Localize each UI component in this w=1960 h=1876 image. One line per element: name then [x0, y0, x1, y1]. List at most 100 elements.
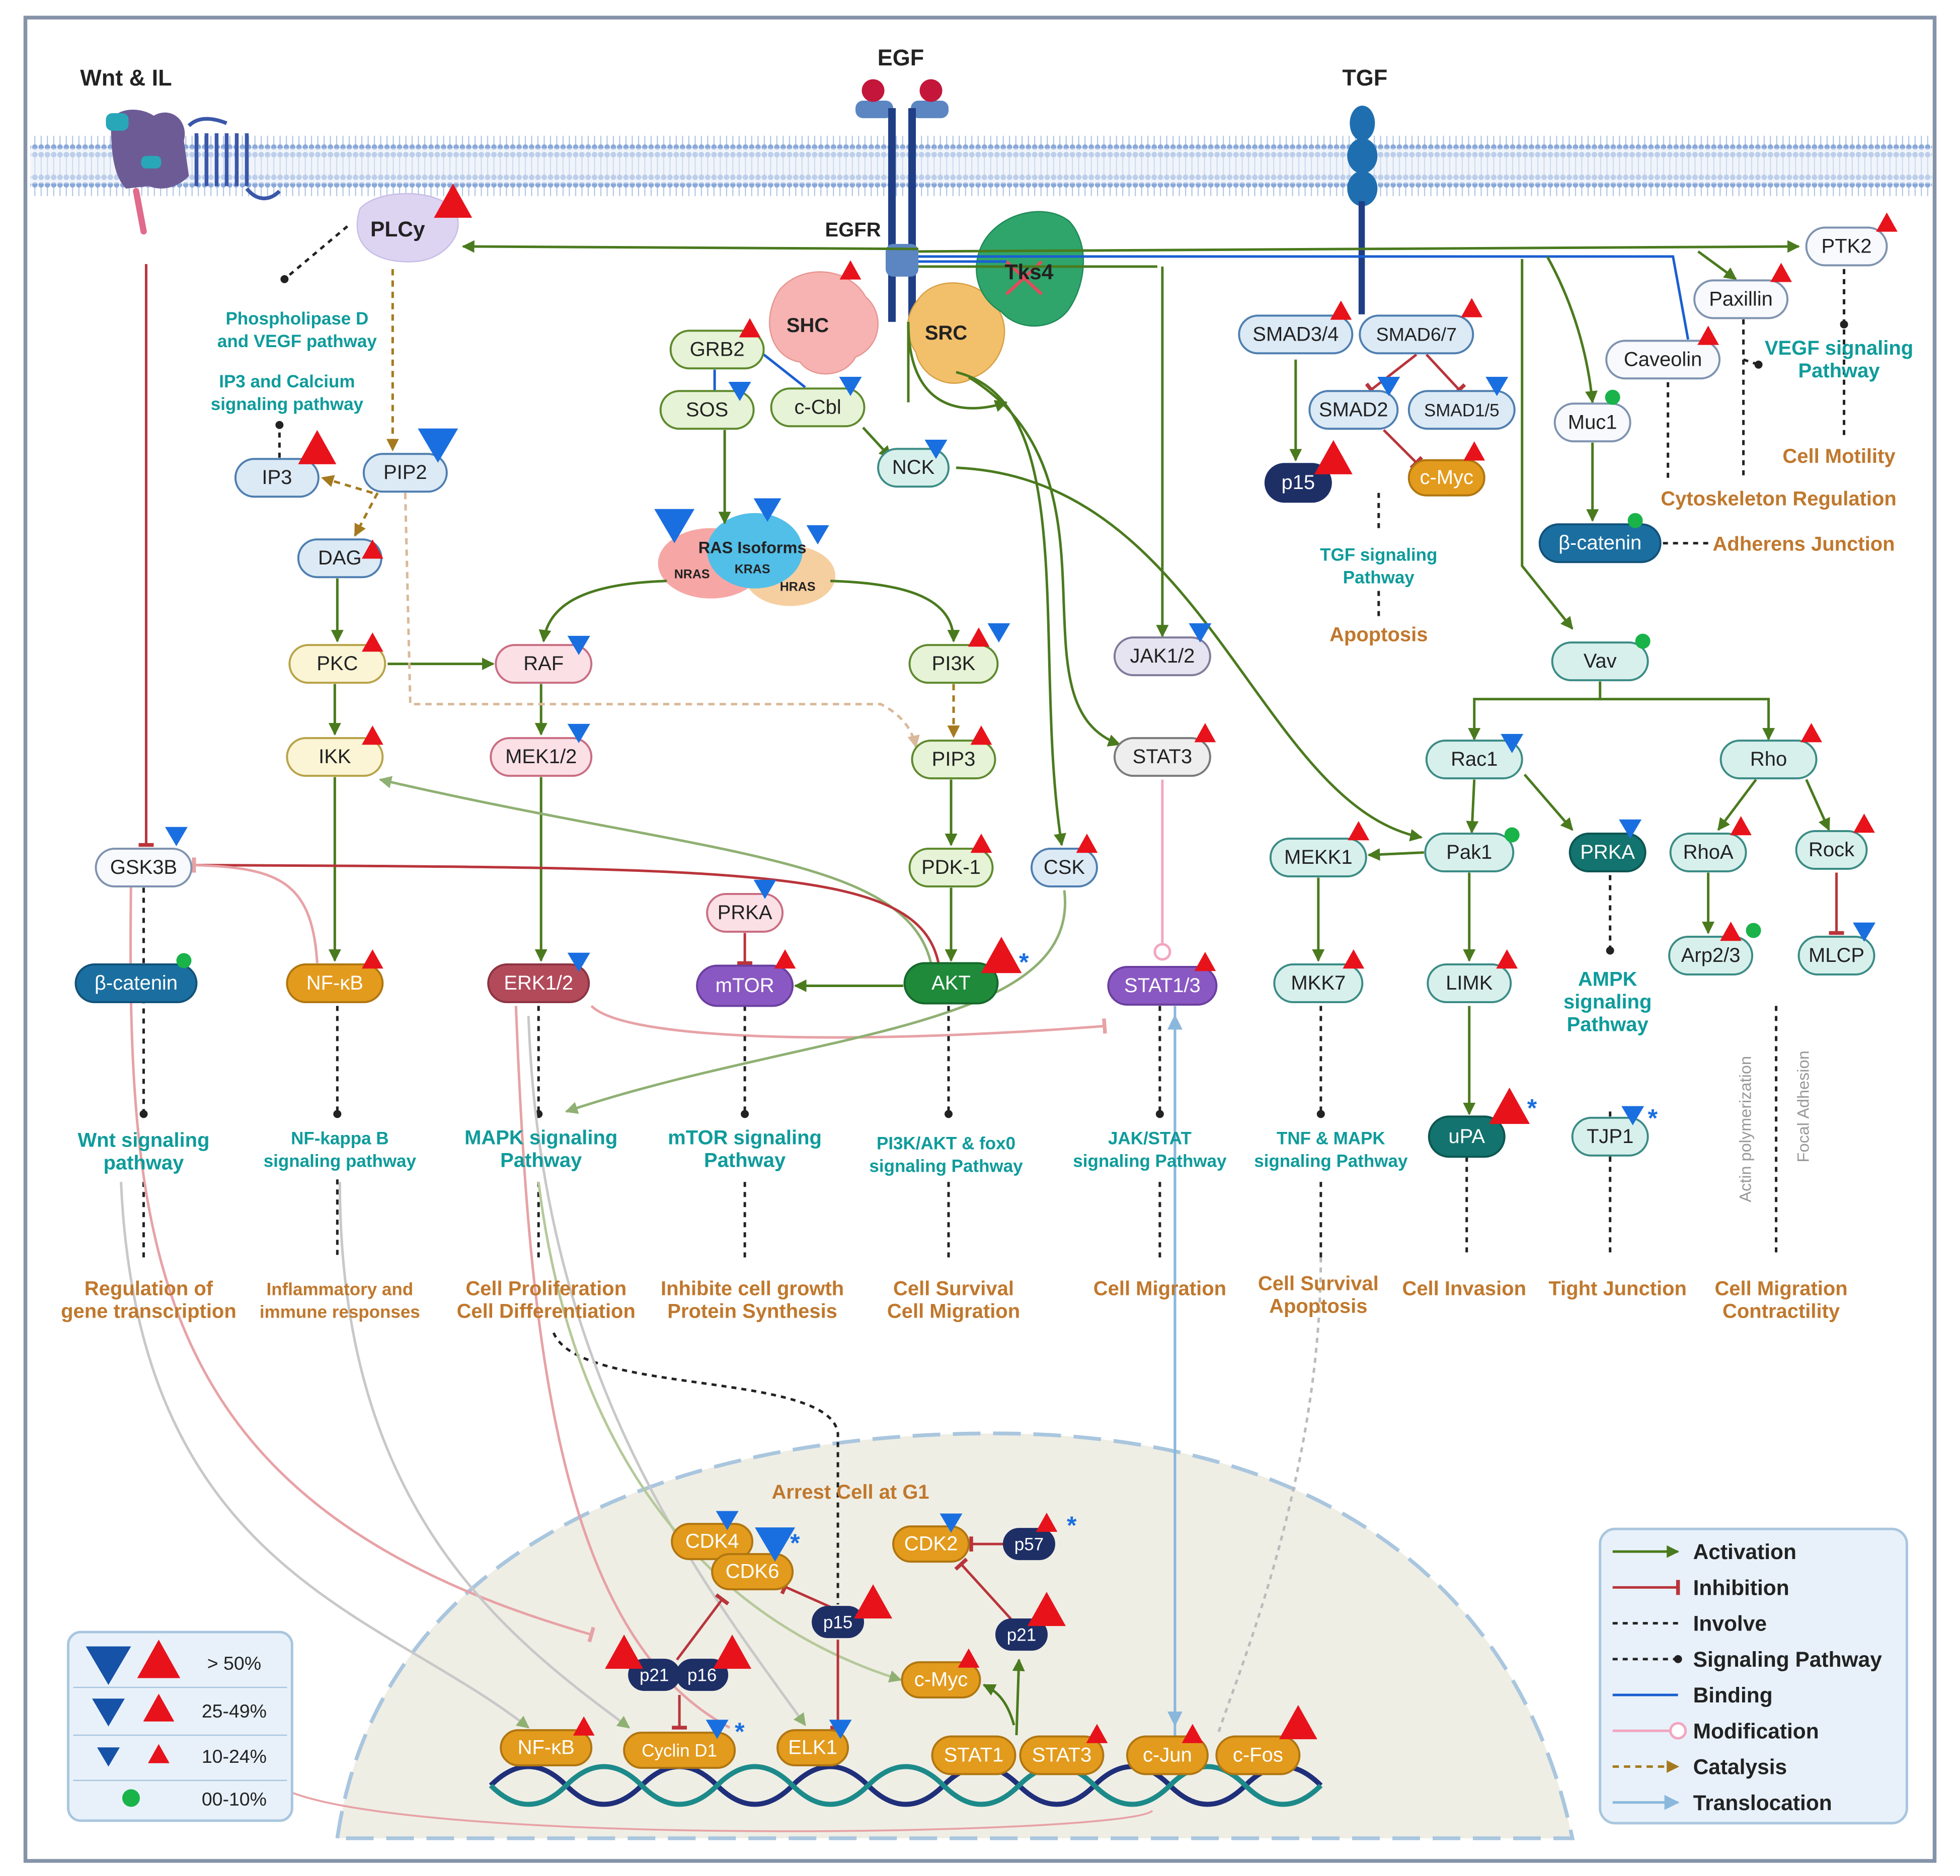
- stat1-nuc-node[interactable]: STAT1: [931, 1735, 1016, 1775]
- smad67-node[interactable]: SMAD6/7: [1359, 314, 1474, 355]
- stat3-nuc-node[interactable]: STAT3: [1019, 1735, 1105, 1775]
- cjun-node[interactable]: c-Jun: [1126, 1735, 1209, 1775]
- cmyc-nuc-node[interactable]: c-Myc: [901, 1661, 981, 1699]
- cfos-node[interactable]: c-Fos: [1215, 1735, 1301, 1775]
- nck-to-pak1: [956, 466, 1423, 842]
- grb2-node[interactable]: GRB2: [669, 330, 765, 370]
- raf-node[interactable]: RAF: [495, 644, 593, 684]
- rho-to-rock: [1805, 779, 1830, 831]
- smad34-node-label: SMAD3/4: [1252, 323, 1339, 345]
- muc1-node[interactable]: Muc1: [1553, 402, 1631, 443]
- smad15-node[interactable]: SMAD1/5: [1407, 390, 1516, 430]
- mekk1-node[interactable]: MEKK1: [1269, 838, 1367, 878]
- elk1-node[interactable]: ELK1: [776, 1729, 849, 1767]
- pdk1-node[interactable]: PDK-1: [908, 848, 994, 888]
- pip2-node[interactable]: PIP2: [362, 453, 448, 493]
- ikk-node-label: IKK: [319, 746, 351, 768]
- cjun-node-label: c-Jun: [1143, 1744, 1192, 1766]
- cdk2-node-label: CDK2: [904, 1533, 958, 1555]
- nfkb-nuc-node-label: NF-κB: [518, 1737, 575, 1759]
- stat3-node[interactable]: STAT3: [1113, 737, 1211, 777]
- shc-label: SHC: [787, 314, 829, 337]
- tjp1-node[interactable]: TJP1: [1571, 1116, 1649, 1157]
- p57-node[interactable]: p57: [1002, 1528, 1055, 1561]
- p15-tgf-node-label: p15: [1281, 471, 1315, 494]
- mekk1-node-label: MEKK1: [1284, 846, 1353, 868]
- mtor-node[interactable]: mTOR: [696, 964, 794, 1007]
- prka-rac-node[interactable]: PRKA: [1569, 833, 1647, 873]
- cdk4-node[interactable]: CDK4: [671, 1523, 754, 1561]
- upa-node[interactable]: uPA: [1428, 1115, 1506, 1158]
- egf-label: EGF: [878, 45, 924, 70]
- egfr-to-muc1: [1546, 256, 1598, 404]
- ptk2-node[interactable]: PTK2: [1805, 226, 1888, 267]
- p21-upper-node[interactable]: p21: [995, 1618, 1048, 1651]
- egfr-to-plcy: [461, 240, 919, 253]
- smad34-node[interactable]: SMAD3/4: [1238, 314, 1354, 355]
- nfkb-nuc-up: [573, 1716, 595, 1736]
- p15-tgf-node[interactable]: p15: [1264, 463, 1332, 503]
- nfkb-nuc-node[interactable]: NF-κB: [500, 1729, 593, 1767]
- pdk1-up: [970, 834, 992, 853]
- gsk3b-node[interactable]: GSK3B: [95, 848, 193, 888]
- outcome-cytoskeleton: Cytoskeleton Regulation: [1661, 488, 1897, 510]
- low-change-marker: [1605, 389, 1620, 405]
- csk-node[interactable]: CSK: [1030, 848, 1098, 888]
- dag-up: [361, 539, 383, 559]
- scale-label-1: 25-49%: [202, 1700, 267, 1722]
- mlcp-node[interactable]: MLCP: [1797, 936, 1875, 975]
- pkc-node[interactable]: PKC: [288, 644, 386, 684]
- outcome-focal: Focal Adhesion: [1794, 1050, 1813, 1162]
- pi3k-node[interactable]: PI3K: [908, 644, 999, 684]
- p15-nuc-node[interactable]: p15: [812, 1606, 865, 1639]
- modification-end: [1153, 943, 1171, 961]
- stat13-node[interactable]: STAT1/3: [1107, 965, 1218, 1006]
- paxillin-vegf: [1743, 358, 1763, 369]
- limk-node[interactable]: LIMK: [1427, 963, 1512, 1003]
- arp23-node[interactable]: Arp2/3: [1668, 936, 1754, 975]
- pip3-node[interactable]: PIP3: [911, 740, 996, 780]
- stat3-node-label: STAT3: [1133, 746, 1192, 768]
- low-change-marker: [1746, 923, 1761, 938]
- smad2-inh-cmyc: [1383, 429, 1424, 470]
- rac1-node[interactable]: Rac1: [1425, 740, 1523, 780]
- pip2-node-label: PIP2: [383, 461, 427, 483]
- rock-node[interactable]: Rock: [1795, 830, 1868, 870]
- cdk2-node[interactable]: CDK2: [892, 1525, 970, 1563]
- akt-node[interactable]: AKT: [903, 962, 999, 1005]
- smad67-inh-smad2: [1365, 353, 1418, 397]
- nfkb-node[interactable]: NF-κB: [286, 963, 384, 1003]
- rho-node[interactable]: Rho: [1719, 740, 1818, 780]
- sos-node[interactable]: SOS: [659, 390, 755, 430]
- jak-node[interactable]: JAK1/2: [1113, 636, 1211, 677]
- arp23-node-label: Arp2/3: [1681, 944, 1741, 966]
- cdk6-node[interactable]: CDK6: [711, 1553, 794, 1591]
- ip3-node[interactable]: IP3: [234, 458, 320, 498]
- ccbl-node[interactable]: c-Cbl: [770, 387, 866, 428]
- paxillin-node[interactable]: Paxillin: [1693, 279, 1789, 319]
- pip3-up: [970, 725, 992, 745]
- erk-stat13: [590, 1005, 1107, 1039]
- ikk-node[interactable]: IKK: [286, 737, 384, 777]
- dag-node[interactable]: DAG: [297, 538, 382, 579]
- cmyc-tgf-node[interactable]: c-Myc: [1407, 459, 1485, 497]
- rhoa-node[interactable]: RhoA: [1669, 833, 1747, 873]
- vav-node[interactable]: Vav: [1551, 641, 1649, 682]
- pip3-node-label: PIP3: [932, 748, 976, 770]
- mkk7-node[interactable]: MKK7: [1273, 963, 1364, 1003]
- pak1-node[interactable]: Pak1: [1424, 833, 1515, 873]
- bcatenin-wnt-node[interactable]: β-catenin: [74, 963, 198, 1003]
- mtor-up: [774, 949, 796, 969]
- prka-mtor-node[interactable]: PRKA: [706, 893, 784, 933]
- cyclin-node[interactable]: Cyclin D1: [623, 1732, 736, 1769]
- erk-node[interactable]: ERK1/2: [487, 963, 590, 1003]
- caveolin-node[interactable]: Caveolin: [1605, 340, 1721, 380]
- smad2-node[interactable]: SMAD2: [1308, 390, 1399, 430]
- mek-node[interactable]: MEK1/2: [490, 737, 593, 777]
- rock-up: [1853, 813, 1875, 833]
- nck-node[interactable]: NCK: [877, 448, 950, 488]
- bcatenin-adh-node[interactable]: β-catenin: [1538, 523, 1662, 563]
